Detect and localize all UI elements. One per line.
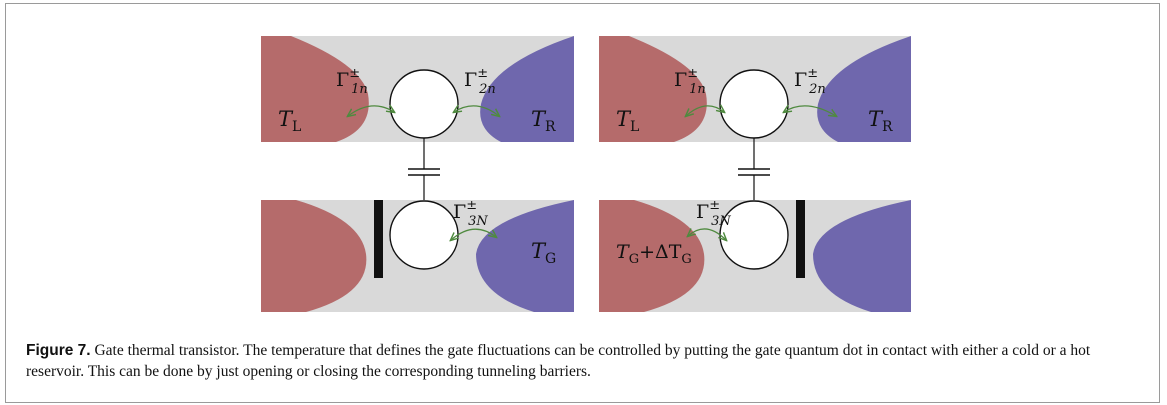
left-top-hot-reservoir xyxy=(261,36,369,142)
left-bottom-cold-reservoir xyxy=(476,200,574,312)
figure-frame: Γ±1n Γ±2n Γ±3N TL TR TG xyxy=(5,3,1160,403)
right-gamma2-arrow xyxy=(784,106,836,116)
left-top-dot xyxy=(389,69,459,139)
left-gamma3-label: Γ±3N xyxy=(453,198,488,229)
right-panel: Γ±1n Γ±2n Γ±3N TL TR TG+ΔTG xyxy=(599,36,911,312)
right-gamma1-label: Γ±1n xyxy=(674,66,706,97)
left-tunnel-barrier xyxy=(374,200,383,278)
right-gamma2-label: Γ±2n xyxy=(794,66,826,97)
right-tunnel-barrier xyxy=(796,200,805,278)
right-temp-right-label: TR xyxy=(868,107,893,135)
left-gamma1-label: Γ±1n xyxy=(336,66,368,97)
left-bottom-hot-reservoir xyxy=(261,200,367,312)
right-top-cold-reservoir xyxy=(817,36,911,142)
left-temp-right-label: TR xyxy=(531,107,556,135)
right-temp-gate-label: TG+ΔTG xyxy=(616,241,692,267)
right-gamma3-arrow xyxy=(688,229,726,240)
figure-caption: Figure 7. Gate thermal transistor. The t… xyxy=(26,340,1146,382)
figure-label: Figure 7. xyxy=(26,342,91,359)
right-top-hot-reservoir xyxy=(599,36,707,142)
right-gamma3-label: Γ±3N xyxy=(696,198,731,229)
right-top-dot xyxy=(719,69,789,139)
right-bottom-cold-reservoir xyxy=(813,200,911,312)
left-gamma3-arrow xyxy=(451,228,496,240)
left-top-cold-reservoir xyxy=(480,36,574,142)
left-temp-gate-label: TG xyxy=(531,239,556,267)
right-bottom-hot-reservoir xyxy=(599,200,705,312)
left-gamma2-arrow xyxy=(454,106,499,116)
left-panel: Γ±1n Γ±2n Γ±3N TL TR TG xyxy=(261,36,574,312)
right-gate-dot xyxy=(719,200,789,270)
left-temp-left-label: TL xyxy=(278,107,301,135)
right-gamma1-arrow xyxy=(686,106,724,116)
left-gamma1-arrow xyxy=(348,106,394,116)
left-gamma2-label: Γ±2n xyxy=(464,66,496,97)
left-gate-dot xyxy=(389,200,459,270)
right-temp-left-label: TL xyxy=(616,107,639,135)
diagram: Γ±1n Γ±2n Γ±3N TL TR TG xyxy=(261,36,911,312)
figure-caption-text: Gate thermal transistor. The temperature… xyxy=(26,342,1091,380)
